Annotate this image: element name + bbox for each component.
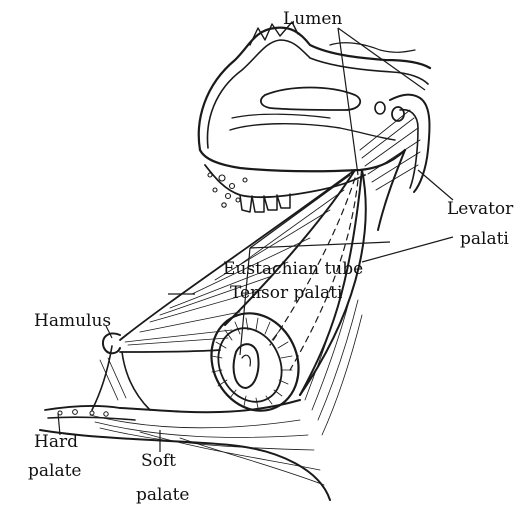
leader-levator-palati (362, 237, 453, 262)
label-lumen: Lumen (283, 9, 342, 29)
label-hard-palate: palate (28, 461, 81, 481)
labels: Lumen Levator palati Eustachian tube Ten… (28, 9, 514, 505)
label-hamulus: Hamulus (34, 311, 111, 331)
leader-lumen-1 (338, 28, 358, 175)
label-levator: Levator (447, 199, 514, 219)
leader-levator (418, 170, 453, 200)
label-soft: Soft (141, 451, 176, 471)
leader-eustachian-1 (250, 242, 390, 248)
label-eustachian-tube: Eustachian tube (223, 259, 363, 279)
label-levator-palati: palati (460, 229, 509, 249)
label-hard: Hard (34, 432, 78, 452)
leader-lines (58, 28, 453, 452)
leader-lumen-2 (338, 28, 425, 90)
label-soft-palate: palate (136, 485, 189, 505)
leader-eustachian-2 (250, 175, 350, 248)
label-tensor-palati: Tensor palati (230, 283, 343, 303)
